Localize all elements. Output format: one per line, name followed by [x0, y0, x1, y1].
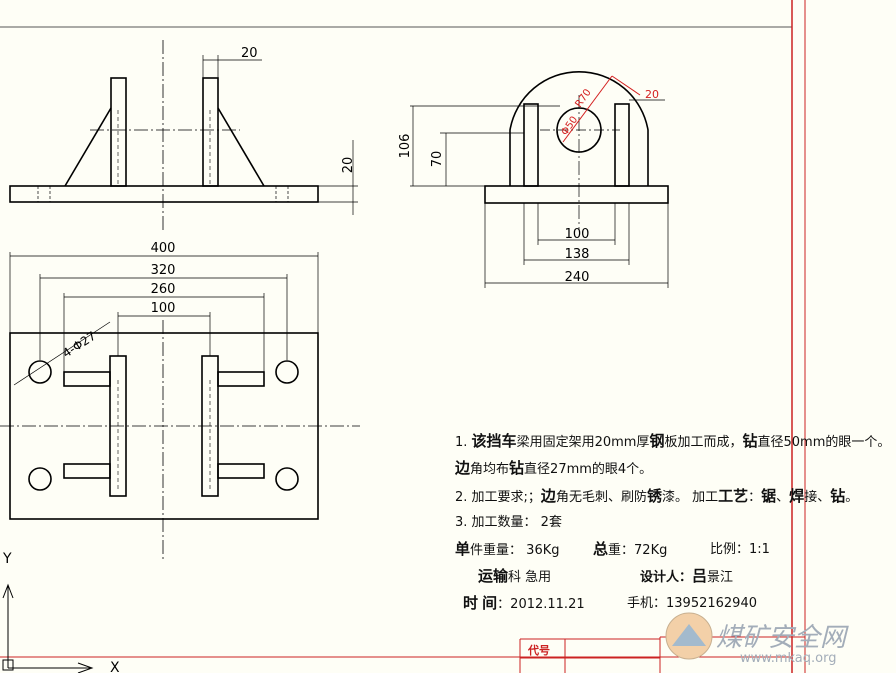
dim-bore: Φ50: [559, 115, 580, 138]
note-line-4: 3. 加工数量： 2套: [455, 515, 562, 530]
date-field: 时 间：2012.11.21: [463, 594, 585, 612]
dim-plan-260: 260: [151, 282, 176, 297]
dim-front-20: 20: [645, 88, 659, 101]
title-block-code-label: 代号: [527, 643, 550, 657]
front-red-dimensions: [562, 75, 641, 143]
dim-plan-100: 100: [151, 301, 176, 316]
transport-field: 运输科 急用: [478, 567, 552, 585]
drawing-frame: [0, 0, 806, 673]
dim-plan-320: 320: [151, 263, 176, 278]
front-elevation-view: [410, 71, 669, 288]
dim-top-slot: 20: [241, 46, 258, 61]
plan-view: [0, 252, 360, 560]
note-line-2: 边角均布钻直径27mm的眼4个。: [455, 459, 653, 477]
total-weight: 总重：72Kg: [593, 540, 668, 558]
ucs-axis-icon: [2, 583, 94, 673]
dim-front-70: 70: [430, 151, 445, 168]
watermark-url: www.mkaq.org: [740, 651, 836, 666]
side-elevation-view: [9, 40, 358, 230]
note-line-3: 2. 加工要求;；边角无毛刺、刷防锈漆。 加工工艺：锯、焊接、钻。: [455, 487, 859, 505]
dim-radius: R70: [573, 87, 593, 109]
dim-plan-400: 400: [151, 241, 176, 256]
note-line-1: 1. 该挡车梁用固定架用20mm厚钢板加工而成，钻直径50mm的眼一个。: [455, 432, 891, 450]
dim-front-106: 106: [398, 134, 413, 159]
designer-field: 设计人：吕景江: [640, 567, 734, 585]
phone-field: 手机：13952162940: [627, 596, 757, 611]
scale-value: 比例：1:1: [710, 542, 770, 557]
dim-right-thickness: 20: [341, 157, 356, 174]
dim-front-240: 240: [565, 270, 590, 285]
dim-front-100: 100: [565, 227, 590, 242]
watermark-text: 煤矿安全网: [716, 623, 849, 653]
dim-front-138: 138: [565, 247, 590, 262]
axis-y-label: Y: [2, 551, 12, 567]
axis-x-label: X: [110, 660, 120, 673]
unit-weight: 单件重量： 36Kg: [455, 540, 560, 558]
watermark-logo: [665, 612, 713, 660]
